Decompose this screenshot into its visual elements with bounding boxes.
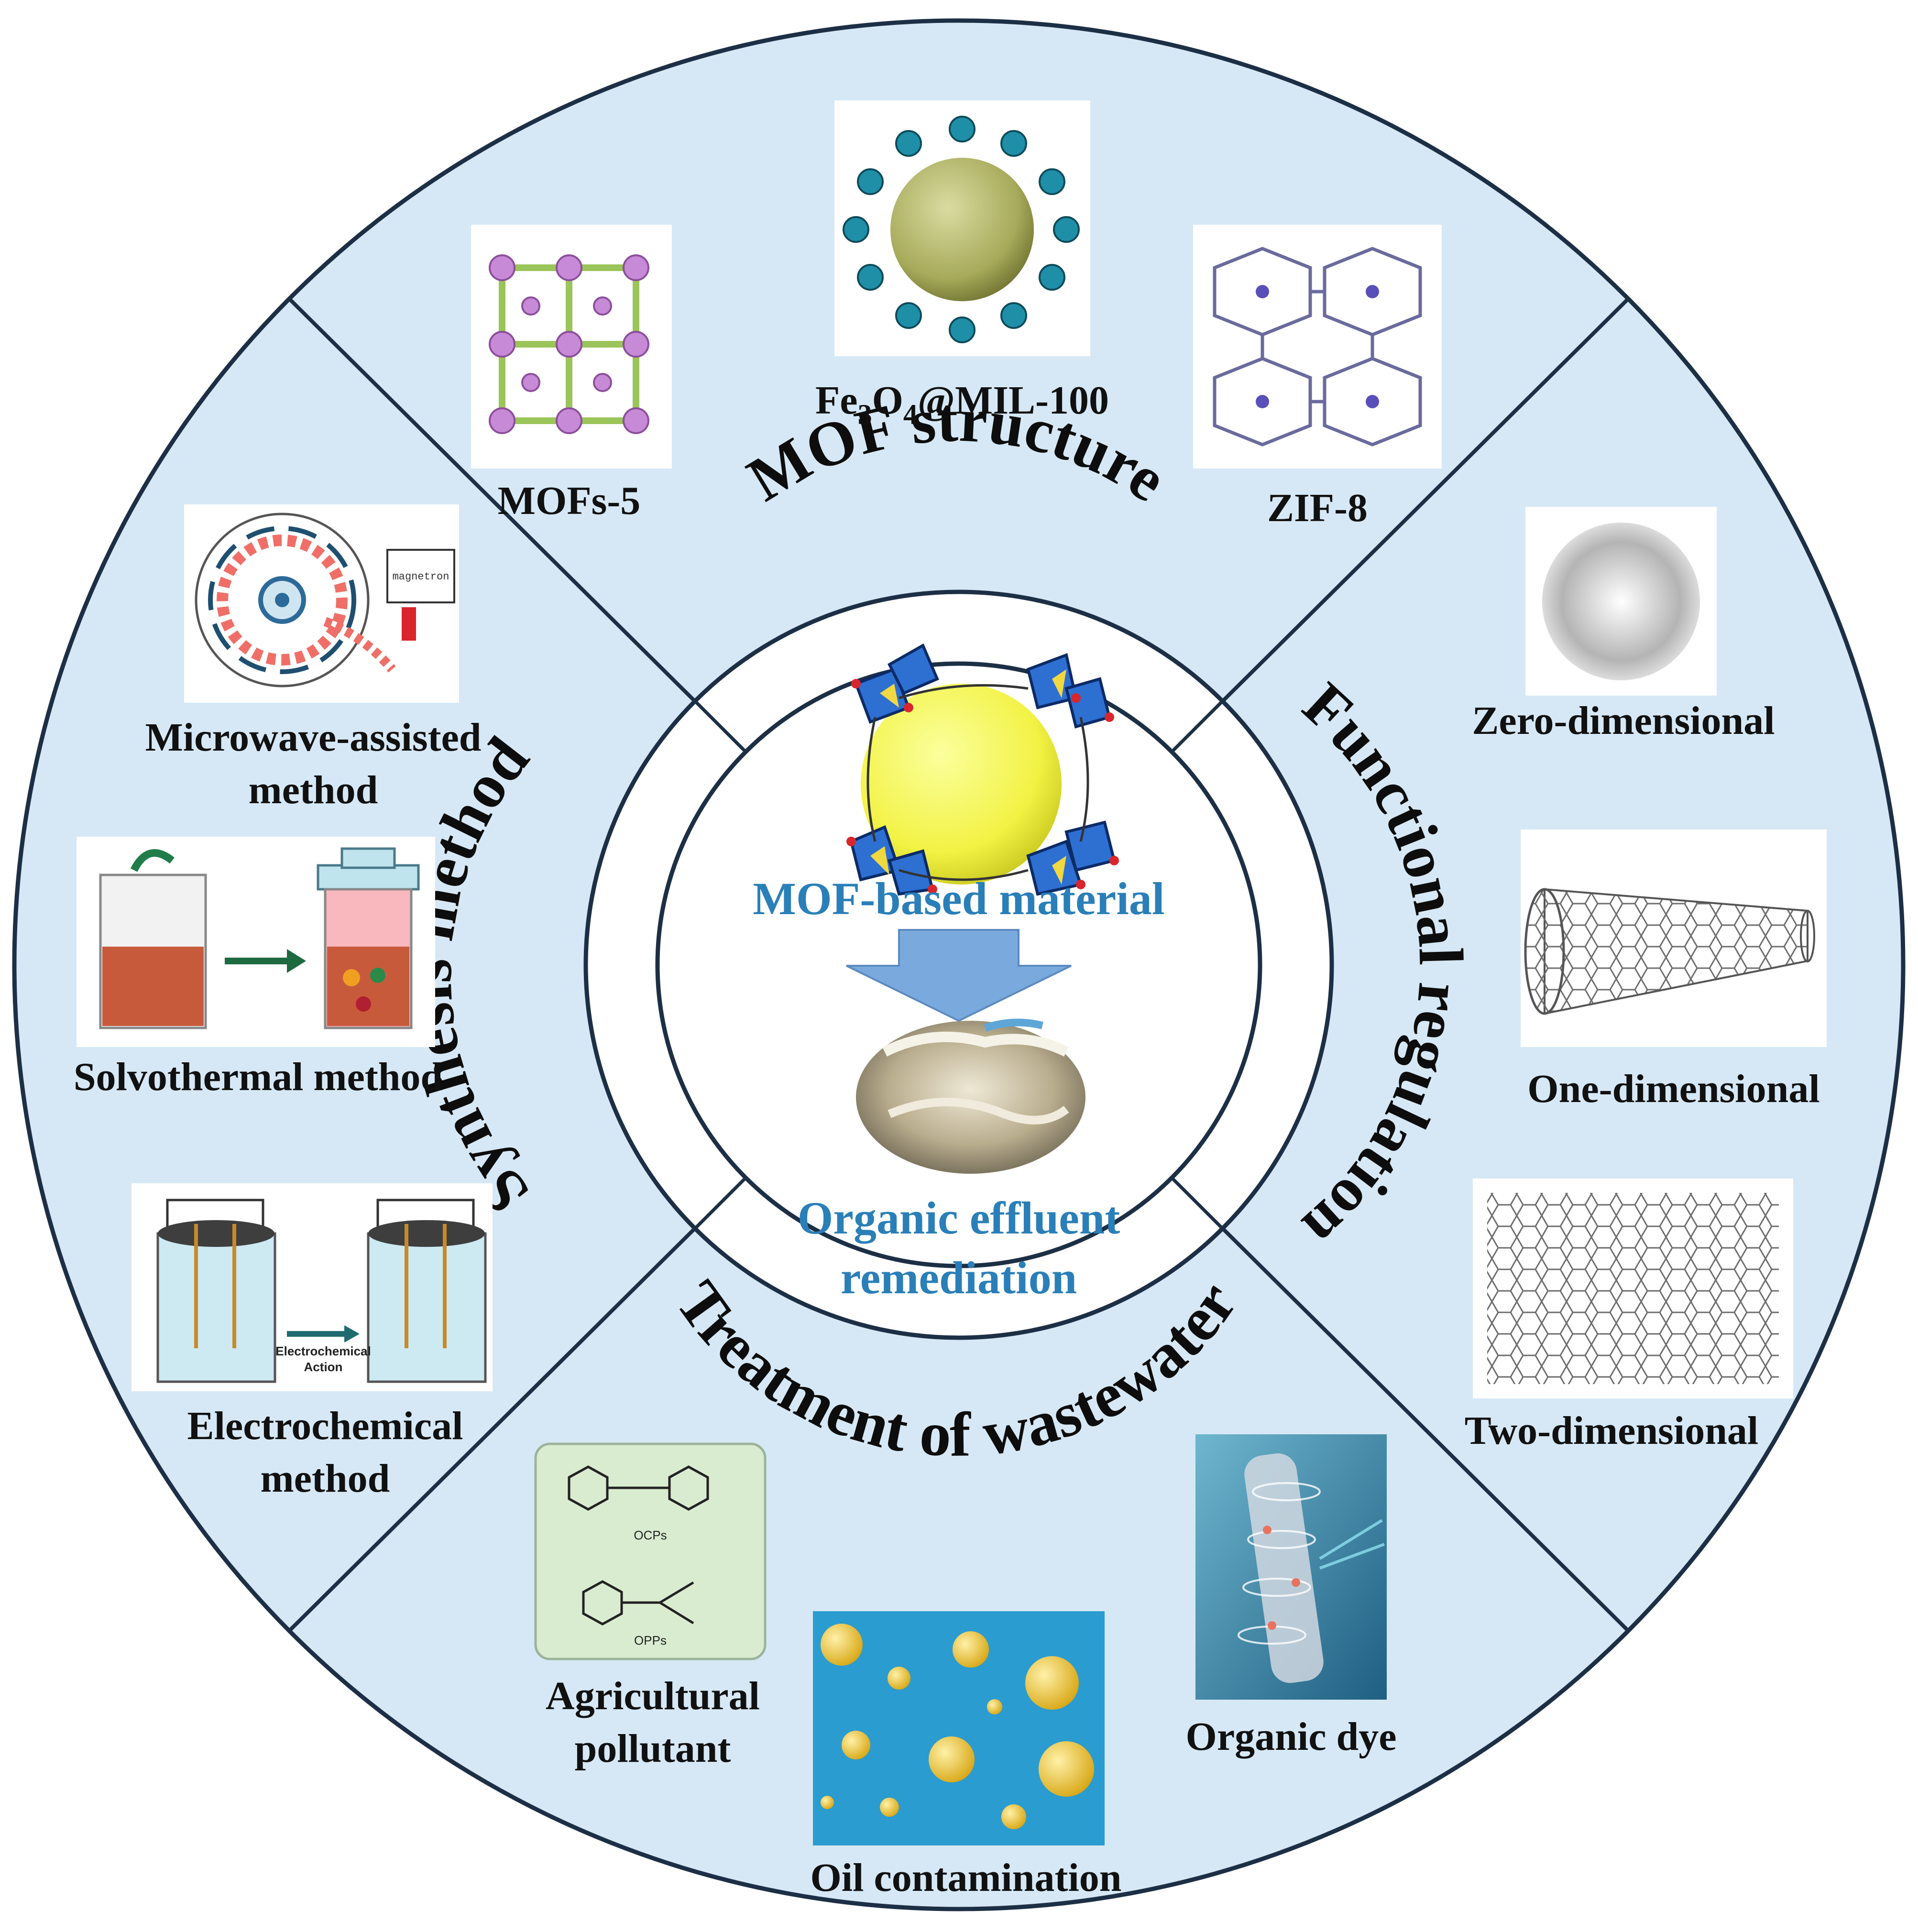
center-title: MOF-based material <box>753 873 1164 924</box>
agricultural-pollutant-image: OCPs OPPs <box>534 1442 767 1660</box>
organic-dye-label: Organic dye <box>1186 1714 1397 1759</box>
two-dimensional-image <box>1473 1179 1793 1398</box>
two-dimensional-label: Two-dimensional <box>1465 1408 1759 1453</box>
opps-label: OPPs <box>634 1633 667 1648</box>
fe3o4-mil100-image <box>834 100 1090 356</box>
mof5-label: MOFs-5 <box>498 479 641 523</box>
oil-contamination-label: Oil contamination <box>810 1856 1121 1900</box>
ocps-label: OCPs <box>634 1528 667 1542</box>
electrochemical-image: Electrochemical Action <box>132 1183 493 1391</box>
agricultural-label-line2: pollutant <box>575 1726 731 1771</box>
electrochemical-label-line1: Electrochemical <box>187 1404 463 1448</box>
center-subtitle-line2: remediation <box>841 1252 1077 1303</box>
microwave-image: magnetron <box>184 504 459 703</box>
mof-sphere-image <box>846 643 1119 896</box>
microwave-label-line1: Microwave-assisted <box>145 715 482 760</box>
fe3o4-mil100-label: Fe3O4@MIL-100 <box>815 378 1109 430</box>
mof5-image <box>471 225 672 469</box>
down-arrow <box>846 929 1072 1022</box>
one-dimensional-image <box>1521 830 1827 1047</box>
electro-arrow-label-line2: Action <box>304 1360 343 1374</box>
electro-arrow-label-line1: Electrochemical <box>275 1344 371 1358</box>
microwave-label-line2: method <box>249 768 378 812</box>
solvothermal-label: Solvothermal method <box>74 1055 443 1099</box>
center-subtitle-line1: Organic effluent <box>798 1192 1120 1244</box>
one-dimensional-label: One-dimensional <box>1527 1067 1819 1111</box>
agricultural-label-line1: Agricultural <box>546 1674 760 1718</box>
ring-dividers <box>694 700 1224 1230</box>
zif8-label: ZIF-8 <box>1267 486 1368 530</box>
solvothermal-image <box>77 837 435 1047</box>
effluent-photo <box>856 1018 1085 1174</box>
electrochemical-label-line2: method <box>261 1456 390 1501</box>
organic-dye-image <box>1195 1434 1387 1700</box>
sector-dividers <box>288 297 1630 1632</box>
zif8-image <box>1193 225 1442 469</box>
zero-dimensional-label: Zero-dimensional <box>1472 699 1775 743</box>
zero-dimensional-image <box>1525 507 1717 696</box>
magnetron-label: magnetron <box>393 571 449 583</box>
oil-contamination-image <box>813 1611 1105 1845</box>
